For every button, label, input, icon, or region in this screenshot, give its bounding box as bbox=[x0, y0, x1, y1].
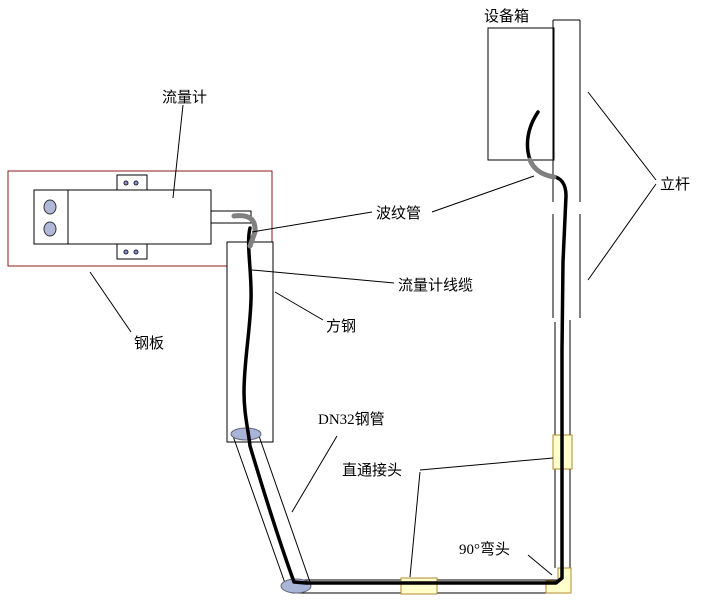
label-elbow: 90°弯头 bbox=[459, 541, 510, 558]
bellows-box bbox=[527, 157, 557, 180]
bolt-icon bbox=[133, 180, 139, 186]
label-steel-plate: 钢板 bbox=[134, 334, 164, 352]
flowmeter-cable bbox=[242, 110, 568, 585]
label-flowmeter-cable: 流量计线缆 bbox=[398, 276, 473, 294]
pole-gap bbox=[575, 318, 585, 322]
label-pole: 立杆 bbox=[660, 175, 690, 193]
leader-steel-pipe bbox=[291, 435, 338, 513]
leader-bellows-left bbox=[251, 211, 373, 233]
bolt-icon bbox=[43, 199, 57, 215]
leader-steel-plate bbox=[89, 271, 132, 333]
label-bellows: 波纹管 bbox=[376, 204, 421, 222]
pole-gap bbox=[548, 202, 558, 214]
label-steel-pipe: DN32钢管 bbox=[318, 411, 385, 428]
label-straight-coupling: 直通接头 bbox=[342, 461, 402, 479]
straight-coupling-horizontal bbox=[400, 577, 438, 595]
flowmeter-clamp-top bbox=[116, 174, 148, 191]
label-square-steel: 方钢 bbox=[326, 317, 356, 335]
bolt-icon bbox=[123, 249, 129, 255]
steel-plate bbox=[7, 170, 273, 267]
leader-elbow bbox=[527, 554, 553, 576]
bolt-icon bbox=[133, 249, 139, 255]
label-equipment-box: 设备箱 bbox=[484, 7, 529, 25]
bolt-icon bbox=[123, 180, 129, 186]
label-flowmeter: 流量计 bbox=[162, 88, 207, 106]
steel-pipe-diag-left bbox=[232, 435, 287, 587]
steel-pipe-diag-right bbox=[258, 435, 311, 583]
leader-pole-lower bbox=[587, 183, 657, 281]
pole-gap bbox=[548, 318, 558, 322]
leader-coupling-vert bbox=[419, 457, 554, 471]
leader-bellows-right bbox=[431, 175, 535, 213]
pole-gap bbox=[575, 202, 585, 214]
leader-pole-upper bbox=[587, 91, 657, 181]
flowmeter-body bbox=[67, 189, 212, 245]
bolt-icon bbox=[43, 221, 57, 237]
leader-square-steel bbox=[274, 291, 324, 321]
leader-cable bbox=[251, 269, 395, 284]
leader-coupling-horiz bbox=[409, 471, 421, 578]
equipment-box bbox=[487, 27, 555, 161]
flowmeter-clamp-bottom bbox=[116, 243, 148, 260]
leader-flowmeter bbox=[172, 104, 184, 199]
